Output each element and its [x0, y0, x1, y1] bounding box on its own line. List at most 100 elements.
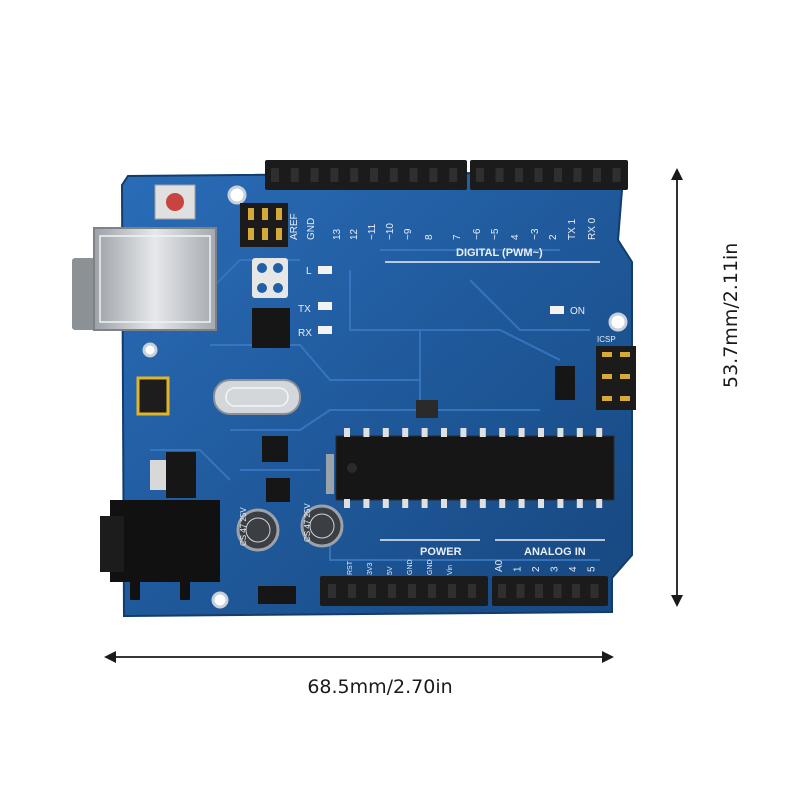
on-label: ON: [570, 306, 585, 317]
power-pin-label: GND: [407, 559, 414, 575]
header-pin-hole: [271, 168, 279, 182]
reset-button: [154, 184, 196, 220]
dip-pin: [479, 499, 486, 508]
capacitor-2: [300, 504, 344, 548]
header-pin-hole: [428, 584, 436, 598]
analog-pin-label: A0: [494, 559, 505, 572]
digital-pin-label: ~3: [530, 228, 541, 240]
fuse: [136, 376, 170, 416]
rx-label: RX: [298, 328, 312, 339]
dip-pin: [596, 499, 603, 508]
digital-pin-label: ~11: [367, 223, 378, 240]
dip-pin: [538, 428, 544, 437]
analog-pin-label: 4: [568, 566, 579, 572]
analog-label: ANALOG IN: [524, 546, 586, 558]
dip-pin: [441, 428, 447, 437]
small-chip-4: [555, 366, 575, 400]
usb-connector: [72, 227, 217, 331]
dip-pin: [499, 499, 506, 508]
analog-pin-label: 2: [531, 566, 542, 572]
header-pin-hole: [389, 168, 398, 182]
dip-pin: [421, 499, 428, 508]
digital-pin-label: ~5: [490, 228, 501, 240]
power-pin-labels: RST 3V3 5V GND GND Vin: [347, 559, 454, 575]
power-pin-label: 3V3: [367, 562, 374, 575]
dip-pin: [538, 499, 544, 508]
digital-pin-label: RX 0: [587, 217, 598, 240]
digital-pin-label: AREF: [289, 213, 300, 240]
header-pin-hole: [468, 584, 476, 598]
height-dimension-arrow: [671, 168, 683, 607]
header-pin-hole: [498, 584, 506, 598]
dip-pin: [518, 499, 525, 508]
header-pin-hole: [350, 168, 359, 182]
header-pin-hole: [553, 584, 562, 598]
digital-pin-label: 8: [424, 234, 435, 240]
header-pin-hole: [476, 168, 484, 182]
power-pin-label: 5V: [387, 566, 394, 575]
dip-pin: [363, 499, 370, 508]
header-pin-hole: [534, 168, 543, 182]
dip-socket-edge: [326, 454, 334, 494]
voltage-regulator: [150, 452, 196, 498]
dip-pin: [402, 499, 409, 508]
header-pin-hole: [573, 168, 582, 182]
digital-pin-label: TX 1: [567, 218, 578, 240]
header-pin-hole: [516, 584, 525, 598]
header-pin-hole: [515, 168, 523, 182]
header-pin-hole: [388, 584, 396, 598]
dip-pin: [518, 428, 525, 437]
analog-header: [492, 576, 608, 606]
dip-pin: [557, 499, 564, 508]
digital-pin-label: ~10: [385, 223, 396, 240]
microcontroller-chip: [335, 428, 615, 508]
header-pin-hole: [328, 584, 336, 598]
power-pin-label: Vin: [447, 565, 454, 575]
dip-pin: [479, 428, 486, 437]
status-leds: [318, 266, 564, 334]
digital-pin-label: 12: [349, 228, 360, 240]
header-pin-hole: [290, 168, 299, 182]
dip-pin: [421, 428, 428, 437]
small-chip-3: [416, 400, 438, 418]
analog-pin-label: 1: [513, 566, 524, 572]
dip-pin: [382, 499, 389, 508]
power-header: [320, 576, 488, 606]
digital-header-pins: [271, 168, 621, 182]
width-dimension-label: 68.5mm/2.70in: [307, 676, 453, 698]
dip-pin: [402, 428, 409, 437]
digital-pin-label: 7: [452, 234, 463, 240]
digital-pin-label: 4: [510, 234, 521, 240]
dip-pin: [499, 428, 506, 437]
dip-pin: [460, 499, 467, 508]
tx-label: TX: [298, 304, 311, 315]
power-pin-label: RST: [347, 560, 354, 575]
icsp-header-usb: [240, 203, 288, 247]
header-pin-hole: [370, 168, 378, 182]
header-pin-hole: [495, 168, 504, 182]
crystal-oscillator: [213, 379, 301, 415]
header-pin-hole: [408, 584, 416, 598]
dip-pin: [460, 428, 467, 437]
usb-interface-chip: [252, 308, 290, 348]
digital-pin-label: 2: [548, 234, 559, 240]
dip-pin: [344, 428, 350, 437]
header-pin-hole: [572, 584, 580, 598]
header-pin-hole: [330, 168, 339, 182]
width-dimension-arrow: [104, 651, 614, 663]
capacitor-1-label: CS 47 25V: [239, 507, 248, 546]
small-chip-2: [266, 478, 290, 502]
icsp-label: ICSP: [597, 335, 616, 344]
power-pin-label: GND: [427, 559, 434, 575]
bottom-header-pins: [328, 584, 599, 598]
capacitor-2-label: CS 47 25V: [303, 503, 312, 542]
height-dimension-label: 53.7mm/2.11in: [720, 242, 742, 388]
small-chip-1: [262, 436, 288, 462]
dip-pin: [382, 428, 389, 437]
mounting-holes: [142, 185, 628, 609]
header-pin-hole: [368, 584, 376, 598]
header-pin-hole: [593, 168, 601, 182]
header-pin-hole: [310, 168, 319, 182]
